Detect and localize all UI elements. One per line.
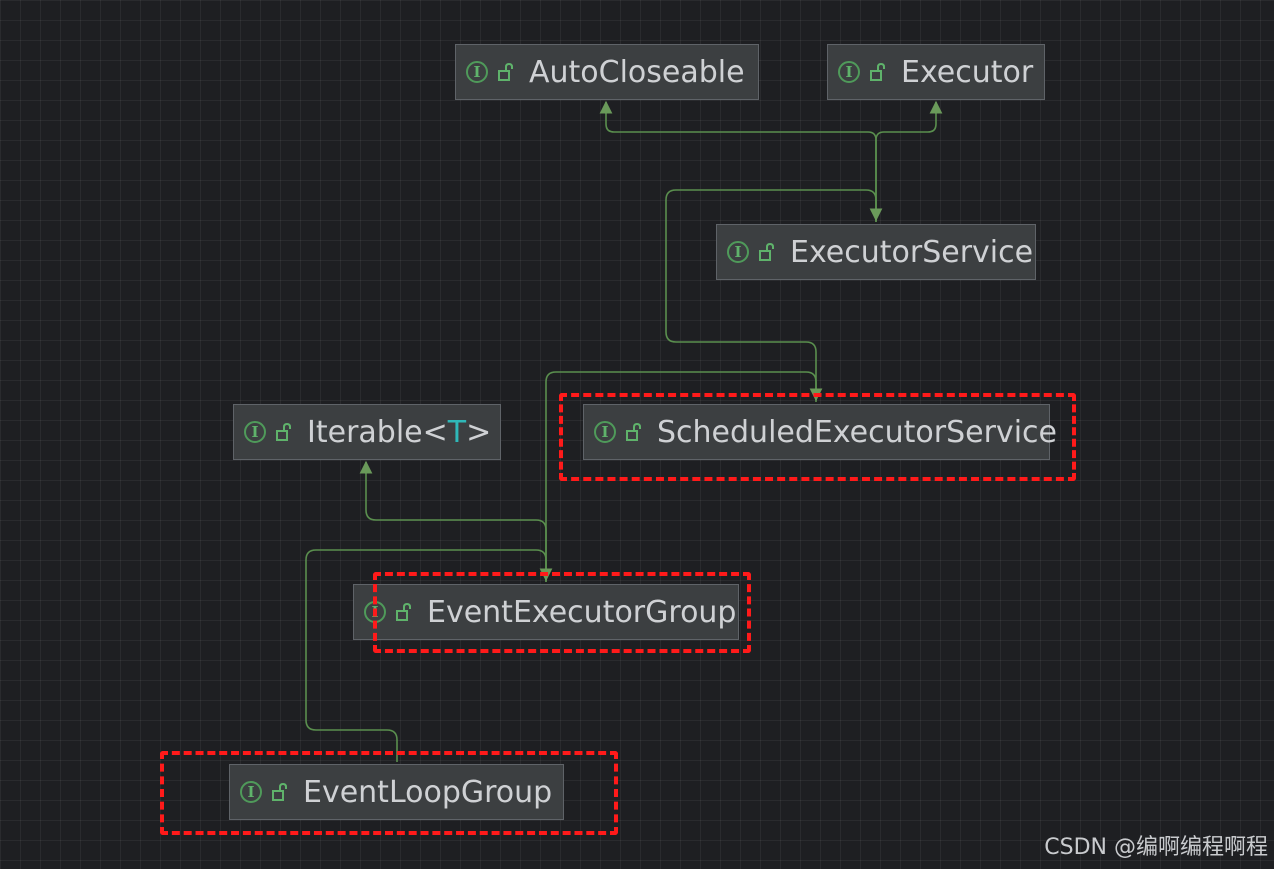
watermark: CSDN @编啊编程啊程 bbox=[1044, 835, 1268, 860]
unlocked-icon bbox=[396, 602, 411, 621]
node-label: EventExecutorGroup bbox=[427, 594, 737, 630]
node-label: EventLoopGroup bbox=[303, 774, 553, 810]
highlight-eventloopgroup bbox=[160, 751, 618, 835]
edge-executorservice-executor bbox=[875, 100, 943, 222]
unlocked-icon bbox=[759, 242, 774, 261]
highlight-eventexecutorgroup bbox=[373, 572, 751, 653]
interface-icon: I bbox=[838, 61, 860, 83]
unlocked-icon bbox=[272, 782, 287, 801]
node-scheduledexecutorservice[interactable]: I ScheduledExecutorService bbox=[583, 404, 1057, 460]
node-eventloopgroup[interactable]: I EventLoopGroup bbox=[229, 764, 564, 820]
node-executor[interactable]: I Executor bbox=[827, 44, 1045, 100]
highlight-scheduledexecutorservice bbox=[559, 393, 1076, 481]
node-autocloseable[interactable]: I AutoCloseable bbox=[455, 44, 759, 100]
unlocked-icon bbox=[276, 422, 291, 441]
unlocked-icon bbox=[626, 422, 641, 441]
type-parameter: T bbox=[447, 414, 467, 450]
node-label: ExecutorService bbox=[790, 234, 1034, 270]
node-executorservice[interactable]: I ExecutorService bbox=[716, 224, 1036, 280]
edge-eventexecutorgroup-scheduledexecutorservice bbox=[545, 371, 823, 582]
edge-eventloopgroup-eventexecutorgroup bbox=[305, 549, 553, 762]
node-label: Executor bbox=[901, 54, 1034, 90]
edge-scheduledexecutorservice-executorservice bbox=[665, 189, 883, 402]
node-eventexecutorgroup[interactable]: I EventExecutorGroup bbox=[353, 584, 739, 640]
interface-icon: I bbox=[466, 61, 488, 83]
node-label: AutoCloseable bbox=[529, 54, 745, 90]
interface-icon: I bbox=[594, 421, 616, 443]
edge-executorservice-autocloseable bbox=[599, 100, 877, 222]
node-label-suffix: > bbox=[466, 414, 492, 450]
interface-icon: I bbox=[244, 421, 266, 443]
node-label: ScheduledExecutorService bbox=[657, 414, 1057, 450]
edge-eventexecutorgroup-iterable bbox=[359, 460, 547, 582]
interface-icon: I bbox=[240, 781, 262, 803]
unlocked-icon bbox=[870, 62, 885, 81]
node-label: Iterable< bbox=[307, 414, 448, 450]
interface-icon: I bbox=[727, 241, 749, 263]
node-iterable[interactable]: I Iterable<T> bbox=[233, 404, 501, 460]
unlocked-icon bbox=[498, 62, 513, 81]
